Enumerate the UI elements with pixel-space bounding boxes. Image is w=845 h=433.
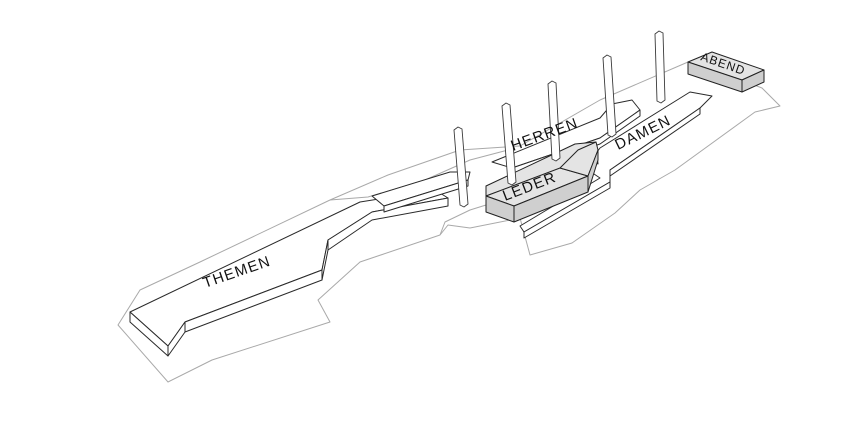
leder-box-back-top [559,141,599,177]
abend-box-right [741,69,765,93]
column-4 [602,54,617,138]
leder-box-back-side [587,149,599,193]
damen-slab-side [523,181,611,239]
connector-slab-top [371,171,471,207]
columns [453,30,666,208]
column-3 [547,80,561,162]
column-1 [453,126,469,208]
damen-slab-side-2 [609,107,701,177]
column-5 [654,30,666,104]
floor-step [439,204,487,236]
column-2 [501,102,517,186]
connector-slab-side [383,179,469,213]
floor-outline [117,61,781,383]
themen-slab-edge [327,197,449,251]
